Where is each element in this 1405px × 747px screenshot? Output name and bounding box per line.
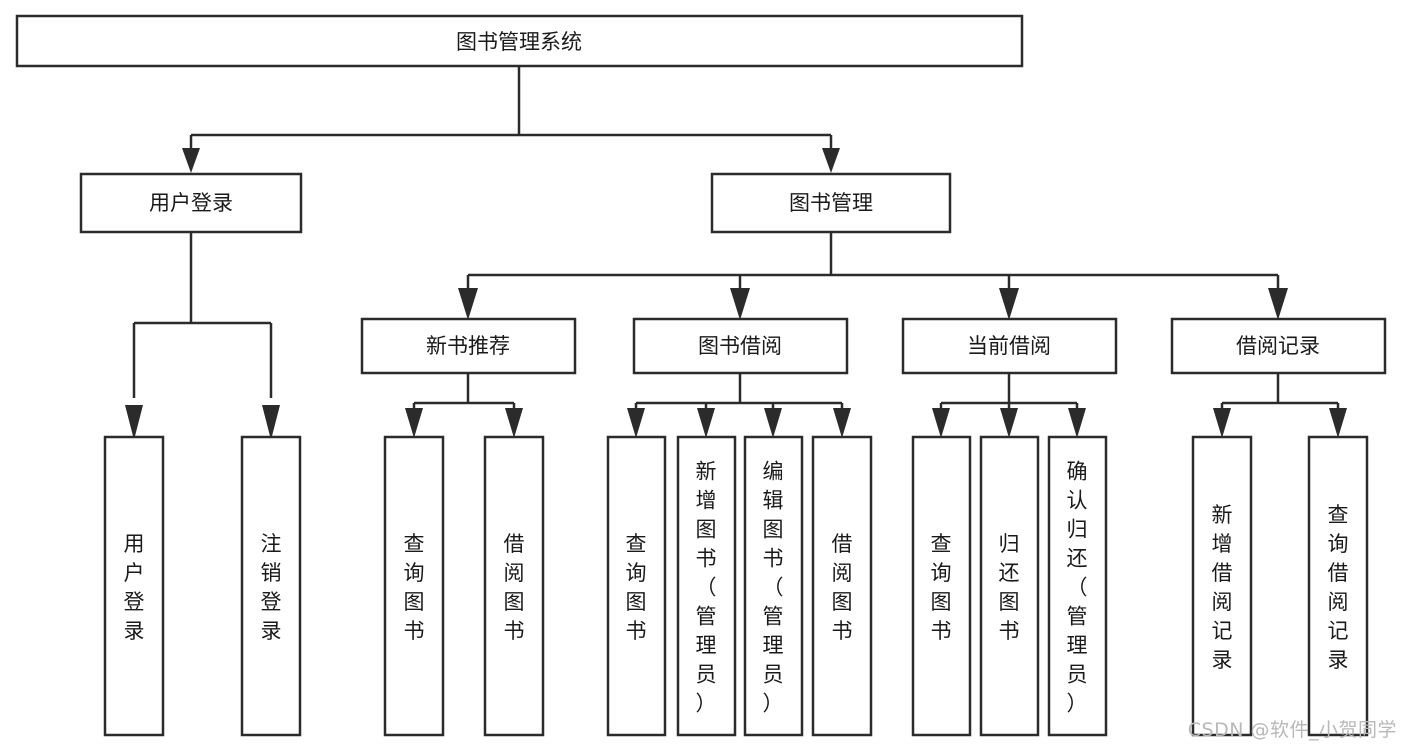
- leaf-add-book-box[interactable]: [676, 435, 737, 737]
- leaf-borrow-book-2[interactable]: 借阅图书: [811, 435, 873, 737]
- arrowhead-l-query-record: [1329, 408, 1347, 438]
- leaf-query-book-1[interactable]: 查询图书: [383, 435, 445, 737]
- leaf-add-book[interactable]: 新增图书（管理员）: [676, 435, 737, 737]
- node-new-book-rec-box[interactable]: [360, 317, 577, 375]
- node-root[interactable]: 图书管理系统: [15, 14, 1024, 68]
- node-root-label: 图书管理系统: [456, 30, 582, 54]
- arrowhead-l-user-login: [125, 405, 143, 440]
- leaf-borrow-book-2-label: 借阅图书: [832, 532, 853, 643]
- leaf-query-book-3-box[interactable]: [911, 435, 972, 737]
- leaf-query-book-1-box[interactable]: [383, 435, 445, 737]
- arrowhead-l-query-book-1: [405, 408, 423, 438]
- leaf-query-book-1-label: 查询图书: [404, 532, 425, 643]
- leaf-borrow-book-2-box[interactable]: [811, 435, 873, 737]
- node-book-borrow-box[interactable]: [632, 317, 849, 375]
- leaf-query-record-box[interactable]: [1307, 435, 1369, 737]
- arrowhead-l-query-book-3: [932, 408, 950, 438]
- arrowhead-borrow-record: [1268, 288, 1288, 320]
- leaf-query-book-3-label: 查询图书: [931, 532, 952, 643]
- arrowhead-l-return-book: [1000, 408, 1018, 438]
- arrowhead-l-query-book-2: [627, 408, 645, 438]
- edge-root-to-level2: [189, 66, 833, 150]
- leaf-user-login[interactable]: 用户登录: [103, 435, 165, 737]
- leaf-logout[interactable]: 注销登录: [240, 435, 302, 737]
- leaf-query-book-2-label: 查询图书: [626, 532, 647, 643]
- leaf-query-record-label: 查询借阅记录: [1328, 503, 1349, 672]
- edge-book-borrow-to-leaves: [634, 373, 844, 410]
- leaf-confirm-return-box[interactable]: [1047, 435, 1108, 737]
- node-book-borrow-label: 图书借阅: [698, 334, 782, 358]
- node-current-borrow-box[interactable]: [901, 317, 1118, 375]
- edge-book-manage-to-level3: [466, 233, 1280, 292]
- node-borrow-record-box[interactable]: [1170, 317, 1387, 375]
- arrowhead-l-add-book: [697, 408, 715, 438]
- leaf-edit-book-box[interactable]: [743, 435, 804, 737]
- node-current-borrow-label: 当前借阅: [967, 334, 1051, 358]
- connector-layer: [125, 66, 1347, 440]
- arrowhead-l-confirm-return: [1068, 408, 1086, 438]
- leaf-query-record[interactable]: 查询借阅记录: [1307, 435, 1369, 737]
- node-book-manage-label: 图书管理: [789, 191, 873, 215]
- leaf-logout-box[interactable]: [240, 435, 302, 737]
- leaf-borrow-book-1-label: 借阅图书: [504, 532, 525, 643]
- arrowhead-current-borrow: [999, 288, 1019, 320]
- edge-borrow-record-to-leaves: [1220, 373, 1340, 410]
- edge-user-login-to-leaves: [132, 233, 273, 398]
- node-book-borrow[interactable]: 图书借阅: [632, 317, 849, 375]
- leaf-edit-book-label: 编辑图书（管理员）: [763, 460, 784, 716]
- node-user-login-box[interactable]: [79, 172, 303, 234]
- edge-current-borrow-to-leaves: [939, 373, 1079, 410]
- leaf-borrow-book-1-box[interactable]: [483, 435, 545, 737]
- leaf-borrow-book-1[interactable]: 借阅图书: [483, 435, 545, 737]
- leaf-query-book-3[interactable]: 查询图书: [911, 435, 972, 737]
- leaf-return-book-label: 归还图书: [999, 532, 1020, 643]
- leaf-user-login-box[interactable]: [103, 435, 165, 737]
- edge-new-book-rec-to-leaves: [412, 373, 516, 410]
- leaf-add-record-label: 新增借阅记录: [1212, 503, 1233, 672]
- node-current-borrow[interactable]: 当前借阅: [901, 317, 1118, 375]
- arrowhead-book-borrow: [730, 288, 750, 320]
- node-root-box[interactable]: [15, 14, 1024, 68]
- node-borrow-record[interactable]: 借阅记录: [1170, 317, 1387, 375]
- leaf-confirm-return-label: 确认归还（管理员）: [1067, 460, 1088, 716]
- node-book-manage-box[interactable]: [710, 172, 952, 234]
- arrowhead-l-edit-book: [764, 408, 782, 438]
- node-new-book-rec-label: 新书推荐: [426, 334, 510, 358]
- leaf-add-book-label: 新增图书（管理员）: [696, 460, 717, 716]
- leaf-logout-label: 注销登录: [261, 532, 282, 643]
- arrowhead-l-logout: [262, 405, 280, 440]
- arrowhead-new-book-rec: [458, 288, 478, 320]
- leaf-return-book[interactable]: 归还图书: [979, 435, 1040, 737]
- leaf-query-book-2-box[interactable]: [606, 435, 667, 737]
- arrowhead-user-login: [182, 148, 200, 173]
- leaf-add-record-box[interactable]: [1191, 435, 1253, 737]
- arrowhead-book-manage: [822, 148, 840, 173]
- leaf-query-book-2[interactable]: 查询图书: [606, 435, 667, 737]
- node-new-book-rec[interactable]: 新书推荐: [360, 317, 577, 375]
- node-user-login[interactable]: 用户登录: [79, 172, 303, 234]
- node-user-login-label: 用户登录: [149, 191, 233, 215]
- arrowhead-l-borrow-book-2: [833, 408, 851, 438]
- leaf-user-login-label: 用户登录: [124, 532, 145, 643]
- leaf-add-record[interactable]: 新增借阅记录: [1191, 435, 1253, 737]
- leaf-return-book-box[interactable]: [979, 435, 1040, 737]
- arrowhead-l-borrow-book-1: [505, 408, 523, 438]
- node-borrow-record-label: 借阅记录: [1236, 334, 1320, 358]
- node-book-manage[interactable]: 图书管理: [710, 172, 952, 234]
- arrowhead-l-add-record: [1213, 408, 1231, 438]
- leaf-confirm-return[interactable]: 确认归还（管理员）: [1047, 435, 1108, 737]
- leaf-edit-book[interactable]: 编辑图书（管理员）: [743, 435, 804, 737]
